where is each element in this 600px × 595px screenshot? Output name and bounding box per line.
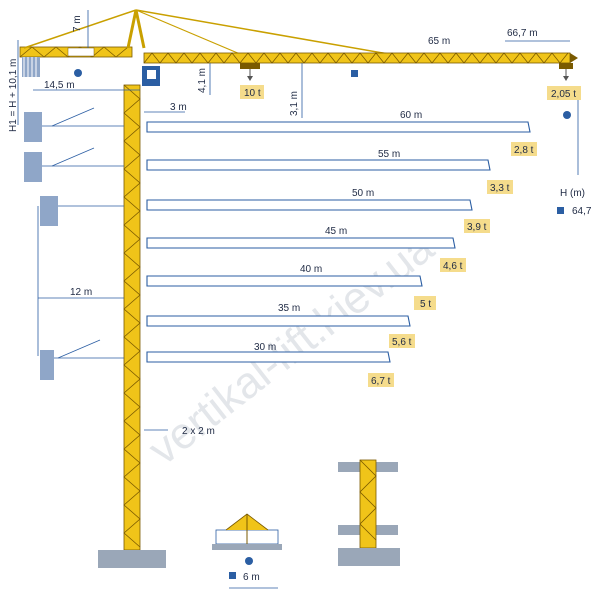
config-capacity-55: 3,3 t (490, 183, 510, 194)
section-detail (212, 513, 282, 550)
label-counter-jib: 14,5 m (44, 80, 75, 91)
label-tower-head-height: 7 m (72, 15, 83, 32)
label-base-width: 6 m (243, 572, 260, 583)
label-height-value: 64,7 (572, 206, 592, 217)
label-height-heading: H (m) (560, 188, 585, 199)
config-radius-35: 35 m (278, 303, 300, 314)
foundation (98, 550, 166, 568)
label-tower-reach: 12 m (70, 287, 92, 298)
operator-cab (142, 66, 160, 86)
label-hook-height: 4,1 m (197, 68, 208, 93)
config-capacity-45: 4,6 t (443, 261, 463, 272)
climbing-detail (338, 459, 400, 566)
jib-config-sketches (24, 107, 124, 380)
label-tower-section: 2 x 2 m (182, 426, 215, 437)
config-capacity-60: 2,8 t (514, 145, 534, 156)
label-jib-length: 65 m (428, 36, 450, 47)
counter-jib (19, 46, 133, 77)
config-radius-30: 30 m (254, 342, 276, 353)
markers (74, 69, 571, 579)
label-max-load: 10 t (244, 88, 261, 99)
config-radius-50: 50 m (352, 188, 374, 199)
config-capacity-35: 5,6 t (392, 337, 412, 348)
config-radius-55: 55 m (378, 149, 400, 160)
tower-head (23, 9, 401, 57)
tower-mast (123, 84, 141, 551)
label-hook-offset: 3 m (170, 102, 187, 113)
config-capacity-40: 5 t (420, 299, 431, 310)
label-height-formula: H1 = H + 10,1 m (8, 59, 19, 132)
trolley-tip (559, 63, 573, 81)
config-radius-40: 40 m (300, 264, 322, 275)
label-trolley-height: 3,1 m (289, 91, 300, 116)
config-capacity-50: 3,9 t (467, 222, 487, 233)
label-jib-tip: 66,7 m (507, 28, 538, 39)
capacity-tags (240, 85, 581, 387)
radius-outlines (146, 121, 531, 363)
config-capacity-30: 6,7 t (371, 376, 391, 387)
config-radius-45: 45 m (325, 226, 347, 237)
dimension-lines (17, 10, 579, 589)
config-radius-60: 60 m (400, 110, 422, 121)
label-tip-load: 2,05 t (551, 89, 576, 100)
main-jib (143, 52, 578, 64)
trolley-inner (240, 63, 260, 81)
